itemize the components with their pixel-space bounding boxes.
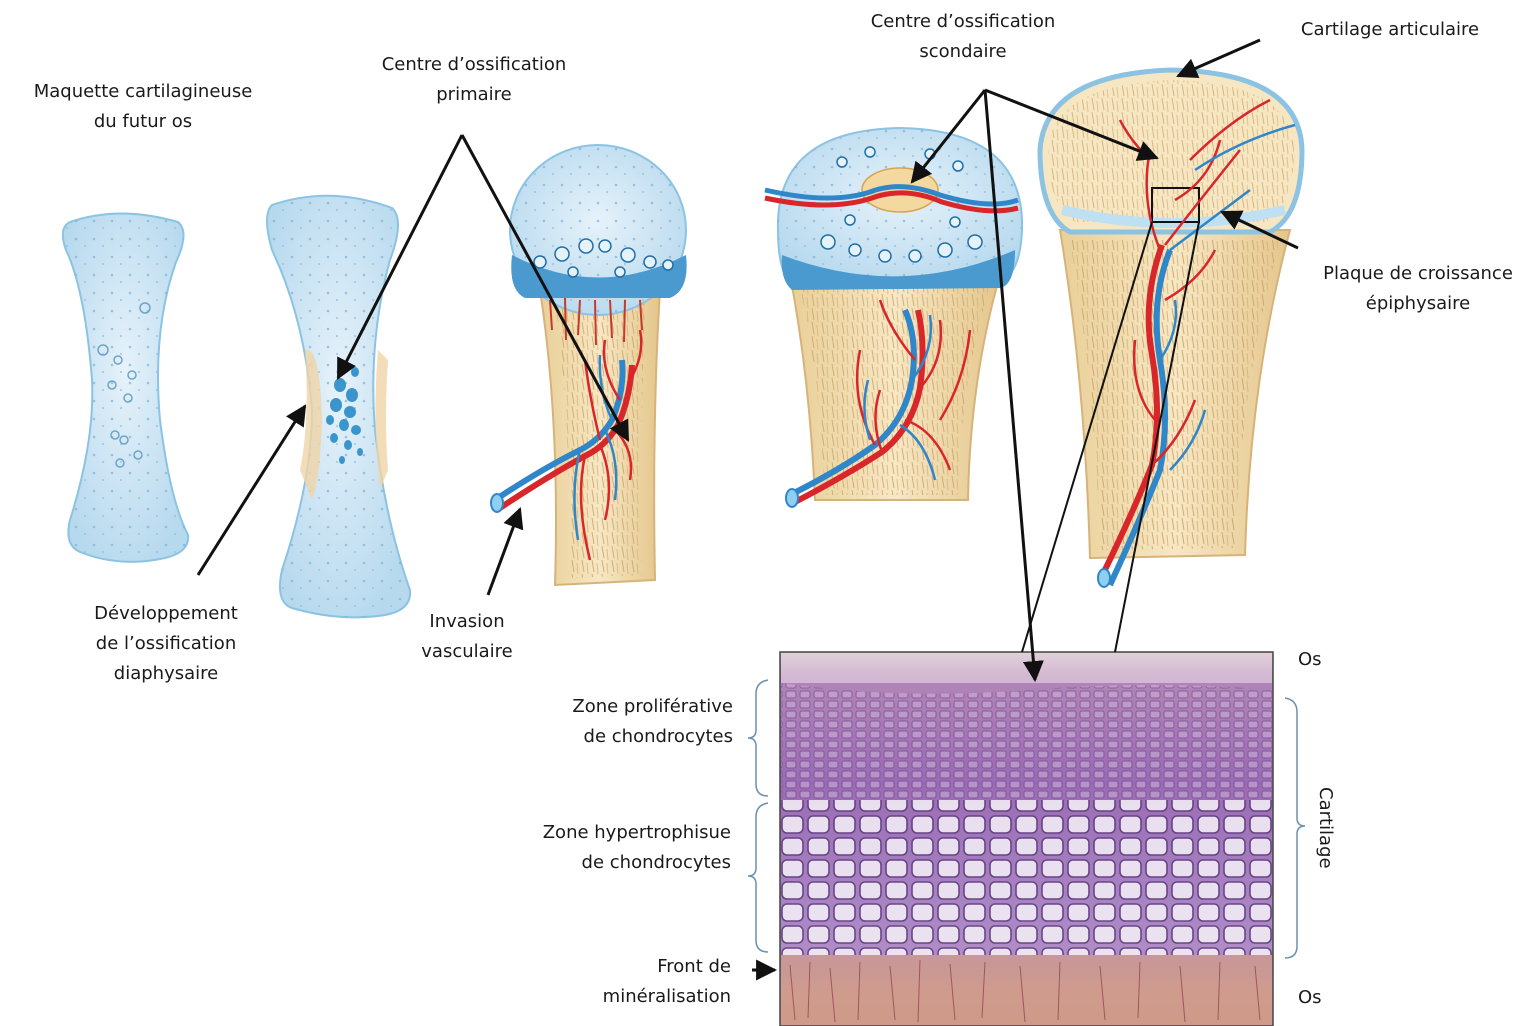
label-hypertrophic-zone: Zone hypertrophisue de chondrocytes: [543, 818, 731, 878]
label-diaphyseal-ossification: Développement de l’ossification diaphysa…: [94, 599, 238, 689]
label-primary-ossification-center: Centre d’ossification primaire: [382, 50, 567, 110]
hypertrophic-zone-bracket: [748, 803, 768, 952]
label-mineralization-front: Front de minéralisation: [603, 952, 731, 1012]
cartilage-bracket: [1285, 698, 1305, 958]
label-growth-plate: Plaque de croissance épiphysaire: [1323, 259, 1513, 319]
label-secondary-ossification-center: Centre d’ossification scondaire: [871, 7, 1056, 67]
label-articular-cartilage: Cartilage articulaire: [1301, 15, 1479, 45]
label-bone-top: Os: [1298, 645, 1322, 675]
label-bone-bottom: Os: [1298, 983, 1322, 1013]
proliferative-zone-bracket: [748, 680, 768, 796]
cartilage-model-bone: [63, 214, 188, 562]
histology-panel: [780, 652, 1273, 1026]
secondary-ossification-bone: [765, 128, 1022, 507]
label-proliferative-zone: Zone proliférative de chondrocytes: [572, 692, 733, 752]
label-cartilage: Cartilage: [1310, 787, 1340, 869]
growth-plate-bone: [1040, 70, 1302, 587]
primary-ossification-bone: [267, 196, 410, 618]
label-cartilage-model: Maquette cartilagineuse du futur os: [34, 77, 253, 137]
label-vascular-invasion: Invasion vasculaire: [421, 607, 512, 667]
